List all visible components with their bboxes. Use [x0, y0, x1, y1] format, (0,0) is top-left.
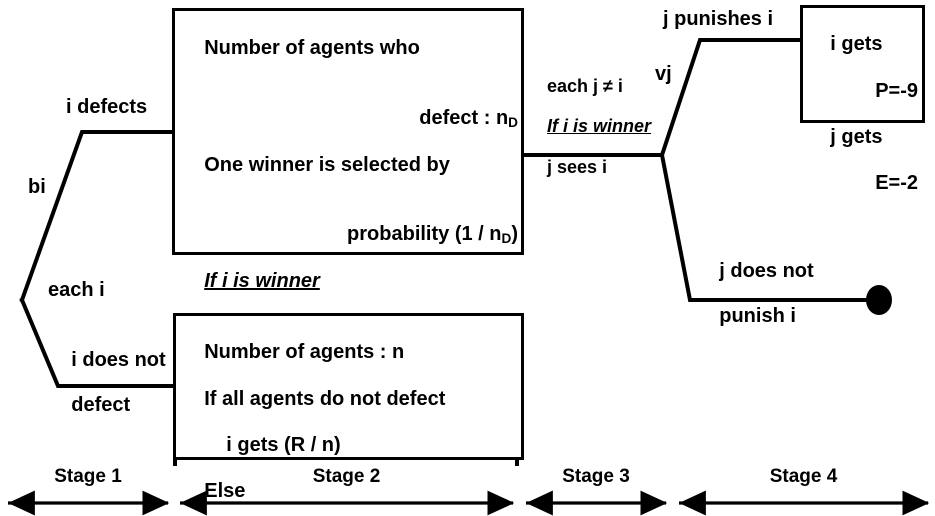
defect-box-line4-close: ) [511, 223, 518, 246]
cooperate-box-line1: Number of agents : n [204, 341, 405, 364]
branch-i-does-not-defect [19, 297, 175, 388]
label-each-i: each i [48, 279, 105, 301]
label-j-does-not-punish-i-line1: j does not [719, 260, 814, 283]
label-j-does-not-punish-i-line2: punish i [719, 305, 796, 328]
label-if-i-is-winner: If i is winner [547, 116, 652, 137]
branch-j-does-not-punish-i [659, 152, 874, 302]
defect-box-line2-subscript: D [508, 114, 518, 130]
payoff-box-line1: i gets [830, 33, 883, 56]
stage-label-3: Stage 3 [562, 466, 630, 487]
cooperate-box-line2: If all agents do not defect [204, 387, 446, 410]
defect-box-line3: One winner is selected by [204, 153, 450, 176]
label-i-does-not-defect-line1: i does not [71, 349, 166, 372]
payoff-box-line4: E=-2 [875, 172, 918, 195]
label-j-does-not-punish-i: j does not punish i [697, 238, 814, 350]
punishment-payoff-box [800, 5, 925, 123]
label-each-j-not-equal-i: each j ≠ i [547, 76, 623, 97]
payoff-box-line3: j gets [830, 125, 883, 148]
defect-box-line5: If i is winner [204, 270, 320, 293]
defect-box-line4-subscript: D [501, 231, 512, 247]
branch-i-defects [19, 130, 174, 303]
cooperate-outcome-box [173, 313, 524, 460]
defect-box-line2-text: defect : n [419, 106, 509, 129]
defect-box-line1: Number of agents who [204, 37, 420, 60]
defect-box-line2: defect : nD [182, 107, 518, 131]
stage-label-2: Stage 2 [312, 466, 381, 487]
cooperate-outcome-box-text: Number of agents : n If all agents do no… [182, 318, 517, 516]
branch-j-punishes-i [659, 38, 802, 158]
label-i-does-not-defect: i does not defect [49, 327, 166, 439]
cooperate-box-line3: i gets (R / n) [226, 433, 341, 456]
payoff-box-line2: P=-9 [875, 79, 918, 102]
punishment-payoff-box-text: i gets P=-9 j gets E=-2 [808, 10, 918, 242]
defect-box-line4-text: probability (1 / n [347, 223, 502, 246]
label-j-punishes-i: j punishes i [663, 8, 774, 30]
terminal-node [866, 285, 892, 315]
label-i-defects: i defects [66, 96, 148, 118]
defect-outcome-box [172, 8, 524, 255]
defect-box-line4: probability (1 / nD) [182, 223, 518, 247]
cooperate-box-line4: Else [204, 480, 246, 503]
label-vj: vj [655, 63, 672, 85]
stage-label-4: Stage 4 [769, 466, 838, 487]
stage-label-1: Stage 1 [54, 466, 122, 487]
label-stage3-conditions: each j ≠ i If i is winner j sees i [527, 56, 651, 197]
label-bi: bi [28, 176, 46, 198]
label-i-does-not-defect-line2: defect [71, 394, 131, 417]
label-j-sees-i: j sees i [547, 156, 608, 177]
